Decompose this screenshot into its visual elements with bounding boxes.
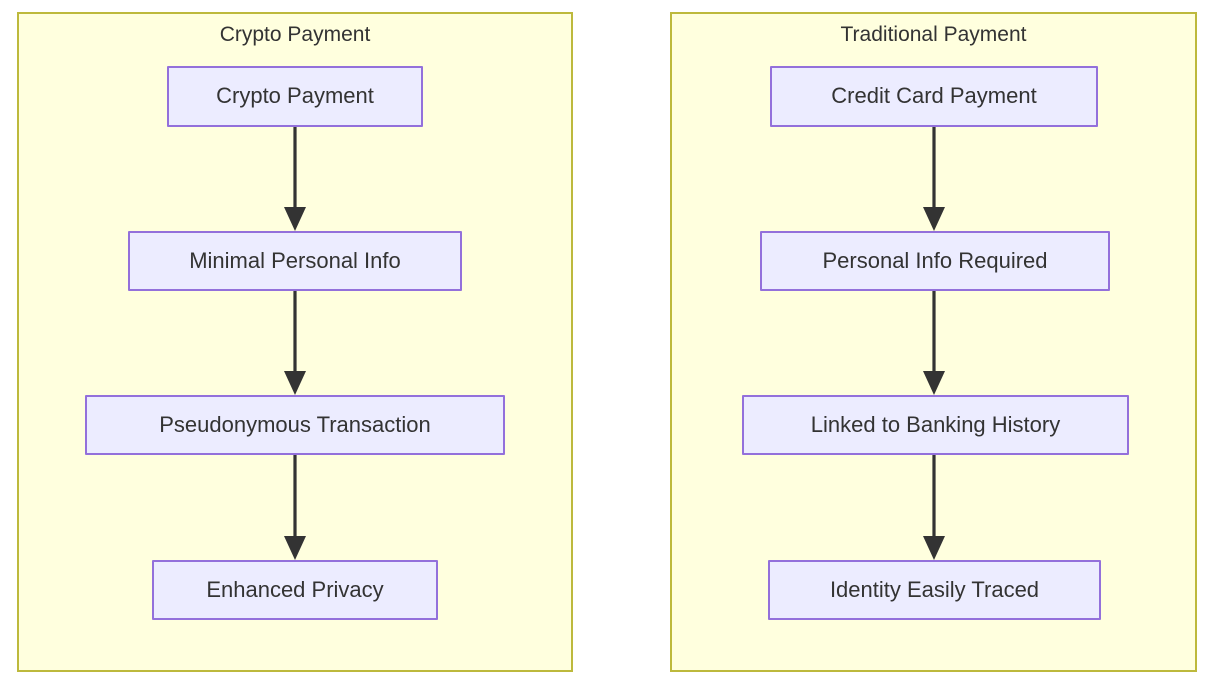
node-credit-card-payment[interactable]: Credit Card Payment: [770, 66, 1098, 127]
subgraph-title-traditional-payment: Traditional Payment: [840, 23, 1027, 46]
node-label: Enhanced Privacy: [206, 576, 384, 602]
node-personal-info-required[interactable]: Personal Info Required: [760, 231, 1110, 291]
node-label: Identity Easily Traced: [829, 576, 1040, 602]
node-label: Personal Info Required: [822, 247, 1048, 273]
node-enhanced-privacy[interactable]: Enhanced Privacy: [152, 560, 438, 620]
node-label: Credit Card Payment: [831, 83, 1037, 109]
node-pseudonymous-transaction[interactable]: Pseudonymous Transaction: [85, 395, 505, 455]
node-identity-easily-traced[interactable]: Identity Easily Traced: [768, 560, 1101, 620]
node-minimal-personal-info[interactable]: Minimal Personal Info: [128, 231, 462, 291]
subgraph-title-crypto-payment: Crypto Payment: [219, 23, 371, 46]
node-label: Crypto Payment: [216, 83, 374, 109]
node-label: Pseudonymous Transaction: [159, 411, 431, 437]
node-label: Minimal Personal Info: [189, 247, 401, 273]
node-crypto-payment[interactable]: Crypto Payment: [167, 66, 423, 127]
node-linked-to-banking-history[interactable]: Linked to Banking History: [742, 395, 1129, 455]
node-label: Linked to Banking History: [810, 411, 1061, 437]
